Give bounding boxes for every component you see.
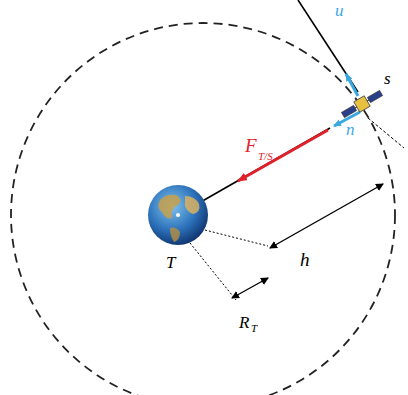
satellite-label: s [384,70,391,87]
radius-subscript: T [251,323,257,334]
radius-dimension [232,278,268,298]
altitude-label: h [300,250,310,269]
earth-label: T [166,254,175,271]
satellite [340,88,384,120]
force-subscript: T/S [258,151,273,162]
u-vector-label: u⃗ [335,2,357,19]
u-vector [346,74,358,96]
orbit-circle [11,23,395,395]
earth [148,185,208,245]
n-vector-label: n⃗ [346,121,368,138]
force-arrow [238,130,328,181]
radius-label: R [239,314,249,331]
h-dimension [270,184,383,248]
